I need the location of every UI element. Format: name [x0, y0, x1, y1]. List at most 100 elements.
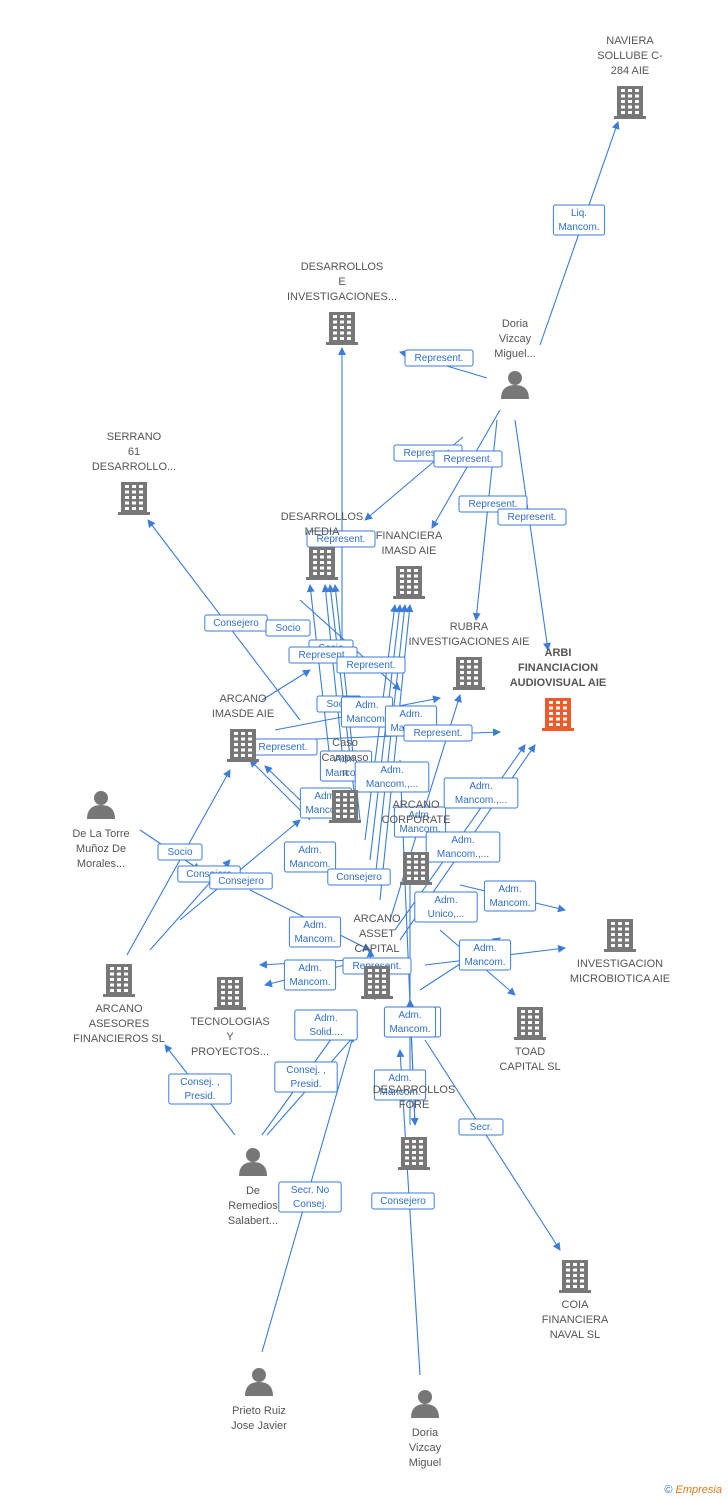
relation-tag-label: Adm.	[314, 791, 337, 802]
relation-tag[interactable]: Consej. ,Presid.	[274, 1061, 338, 1093]
relation-tag-label: Consejero	[380, 1196, 426, 1207]
relation-tag[interactable]: Adm.Mancom.	[283, 841, 337, 873]
relation-tag-label: Consejero	[336, 872, 382, 883]
company-node-serrano[interactable]: SERRANO61DESARROLLO...	[92, 431, 176, 515]
person-node-doria1[interactable]: DoriaVizcayMiguel...	[494, 318, 536, 399]
relation-tag[interactable]: Adm.Unico,...	[414, 891, 478, 923]
relation-tag-label: Adm.	[451, 835, 474, 846]
node-label: TOAD	[515, 1046, 545, 1058]
relation-tag[interactable]: Represent.	[433, 450, 503, 468]
building-icon	[393, 566, 425, 599]
relation-tag[interactable]: Adm.Mancom.	[458, 939, 512, 971]
relation-tag[interactable]: Adm.Mancom.	[373, 1069, 427, 1101]
relation-tag[interactable]: Adm. Mancom.	[383, 1006, 437, 1038]
relation-tag[interactable]: Secr.	[458, 1118, 504, 1136]
person-icon	[245, 1368, 273, 1396]
relation-tag[interactable]: Adm.Mancom.	[288, 916, 342, 948]
relation-tag[interactable]: Represent.	[403, 724, 473, 742]
relation-edge	[264, 765, 301, 801]
relation-tag[interactable]: Consejero	[209, 872, 273, 890]
person-icon	[501, 371, 529, 399]
relation-tag-label: Adm.	[298, 963, 321, 974]
node-label: DESARROLLOS	[301, 261, 384, 273]
edges-layer	[126, 121, 620, 1376]
relation-tag-label: Represent.	[259, 742, 308, 753]
relation-tag[interactable]: Consejero	[371, 1192, 435, 1210]
node-label: Doria	[502, 318, 529, 330]
relation-tag[interactable]: Consej. ,Presid.	[168, 1073, 232, 1105]
node-label: NAVAL SL	[550, 1329, 601, 1341]
relation-tag-label: Mancom.	[389, 1024, 430, 1035]
relation-tag[interactable]: Liq.Mancom.	[552, 204, 606, 236]
relation-tag-label: Presid.	[184, 1091, 215, 1102]
relation-tag[interactable]: Socio	[265, 619, 311, 637]
relation-tag-label: Adm.	[434, 895, 457, 906]
relation-tag[interactable]: Adm.Mancom.,...	[443, 777, 519, 809]
node-label: De	[246, 1185, 260, 1197]
relation-tag-label: Adm.	[398, 1010, 421, 1021]
node-label: PROYECTOS...	[191, 1046, 269, 1058]
relation-tag[interactable]: Represent.	[404, 349, 474, 367]
relation-tag-label: Mancom.	[558, 222, 599, 233]
relation-tag[interactable]: Adm.Mancom.,...	[425, 831, 501, 863]
building-icon	[103, 964, 135, 997]
person-icon	[87, 791, 115, 819]
relation-tag-label: Mancom.,...	[366, 779, 418, 790]
empresia-logo[interactable]: Empresia	[675, 1484, 722, 1496]
relation-tag[interactable]: Adm.Mancom.,...	[354, 761, 430, 793]
relation-tag[interactable]: Socio	[157, 843, 203, 861]
company-node-arcasesores[interactable]: ARCANO ASESORES FINANCIEROS SL	[73, 964, 165, 1045]
relation-edge	[379, 604, 414, 901]
relation-tag-label: Adm.	[298, 845, 321, 856]
company-node-desinv[interactable]: DESARROLLOSEINVESTIGACIONES...	[287, 261, 397, 345]
node-label: AUDIOVISUAL AIE	[510, 677, 607, 689]
node-label: SERRANO	[107, 431, 162, 443]
relation-tag[interactable]: Adm.Mancom.	[483, 880, 537, 912]
node-label: ASSET	[359, 928, 395, 940]
relation-tag-label: Socio	[275, 623, 300, 634]
relation-tag-label: Consej.	[293, 1199, 327, 1210]
relation-tag[interactable]: Represent.	[248, 738, 318, 756]
node-label: Campaso	[321, 752, 368, 764]
relation-tag[interactable]: Represent.	[336, 656, 406, 674]
relation-tag[interactable]: Adm.Mancom.	[393, 806, 447, 838]
relation-tag[interactable]: Consejero	[327, 868, 391, 886]
person-node-deremedios[interactable]: DeRemediosSalabert...	[228, 1148, 278, 1227]
relation-tag-label: Mancom.	[305, 805, 346, 816]
relation-tag[interactable]: Adm.Solid....	[294, 1009, 358, 1041]
relation-tag-label: Consejero	[186, 869, 232, 880]
node-label: COIA	[562, 1299, 590, 1311]
relation-tag-label: Adm.	[473, 943, 496, 954]
relation-tag[interactable]: Represent.	[458, 495, 528, 513]
node-label: FINANCIEROS SL	[73, 1033, 165, 1045]
node-label: 284 AIE	[611, 65, 650, 77]
node-label: Vizcay	[409, 1442, 442, 1454]
relation-tag[interactable]: Represent.	[497, 508, 567, 526]
node-label: ARCANO	[95, 1003, 143, 1015]
relation-edge	[396, 1049, 421, 1376]
relation-tag[interactable]: Represent.	[306, 530, 376, 548]
relation-tag[interactable]: Adm.Mancom.	[283, 959, 337, 991]
relation-tag-label: Adm.	[314, 1013, 337, 1024]
company-node-tecnologias[interactable]: TECNOLOGIASYPROYECTOS...	[190, 977, 270, 1058]
node-label: ARCANO	[219, 693, 267, 705]
relation-tag[interactable]: Consejero	[204, 614, 268, 632]
node-label: ASESORES	[89, 1018, 150, 1030]
